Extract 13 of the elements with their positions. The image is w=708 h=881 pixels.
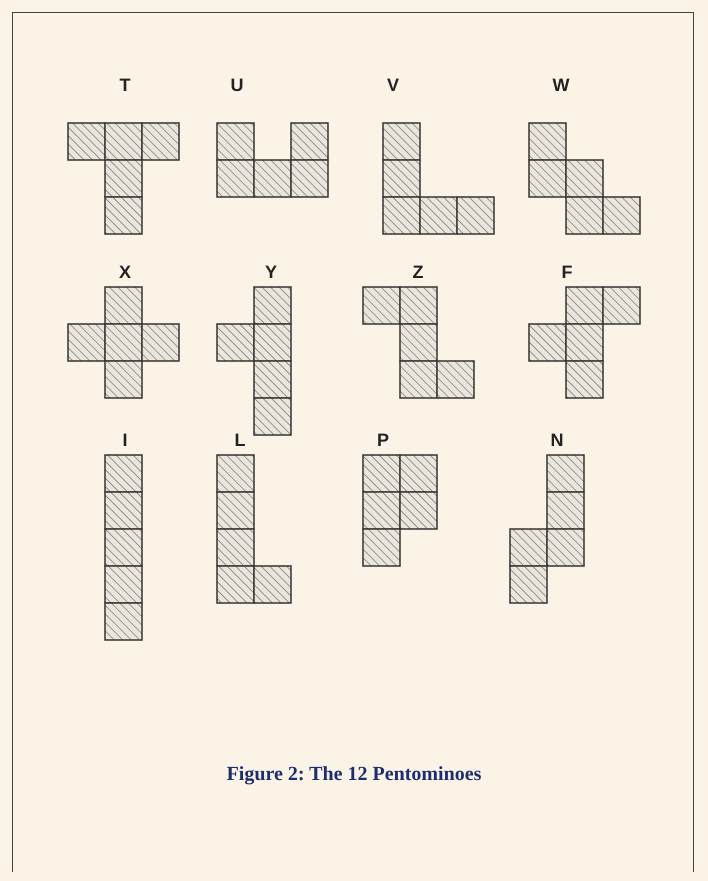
shape-letter: Y — [264, 262, 278, 283]
shape-letter: F — [560, 262, 574, 283]
shape-letter: W — [552, 75, 570, 96]
shape-letter: U — [230, 75, 244, 96]
shape-letter: X — [118, 262, 132, 283]
shape-letter: P — [376, 430, 390, 451]
shape-letter: L — [234, 430, 246, 451]
shape-letter: T — [118, 75, 132, 96]
shape-letter: I — [121, 430, 128, 451]
shape-letter: V — [386, 75, 400, 96]
figure-caption: Figure 2: The 12 Pentominoes — [226, 763, 482, 785]
shape-letter: Z — [412, 262, 424, 283]
shape-letter: N — [550, 430, 564, 451]
